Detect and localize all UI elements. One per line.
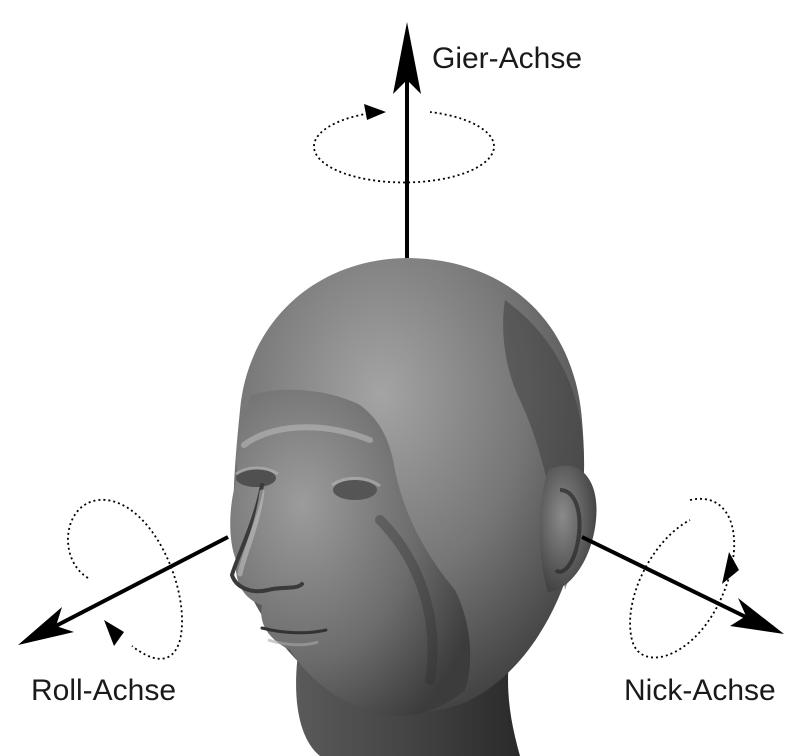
head-model bbox=[230, 258, 596, 756]
ear bbox=[540, 466, 597, 592]
yaw-rotation-arrow bbox=[314, 104, 494, 182]
pitch-axis bbox=[582, 499, 784, 658]
roll-arrowhead bbox=[18, 607, 74, 645]
roll-axis bbox=[18, 500, 228, 659]
pitch-axis-label: Nick-Achse bbox=[624, 676, 776, 706]
roll-rotation-arrow bbox=[68, 500, 182, 659]
yaw-axis-label: Gier-Achse bbox=[432, 44, 582, 74]
pitch-arrowhead bbox=[730, 598, 784, 634]
right-eye bbox=[333, 480, 377, 500]
pitch-rotation-arrow bbox=[630, 499, 739, 658]
roll-axis-label: Roll-Achse bbox=[31, 676, 176, 706]
